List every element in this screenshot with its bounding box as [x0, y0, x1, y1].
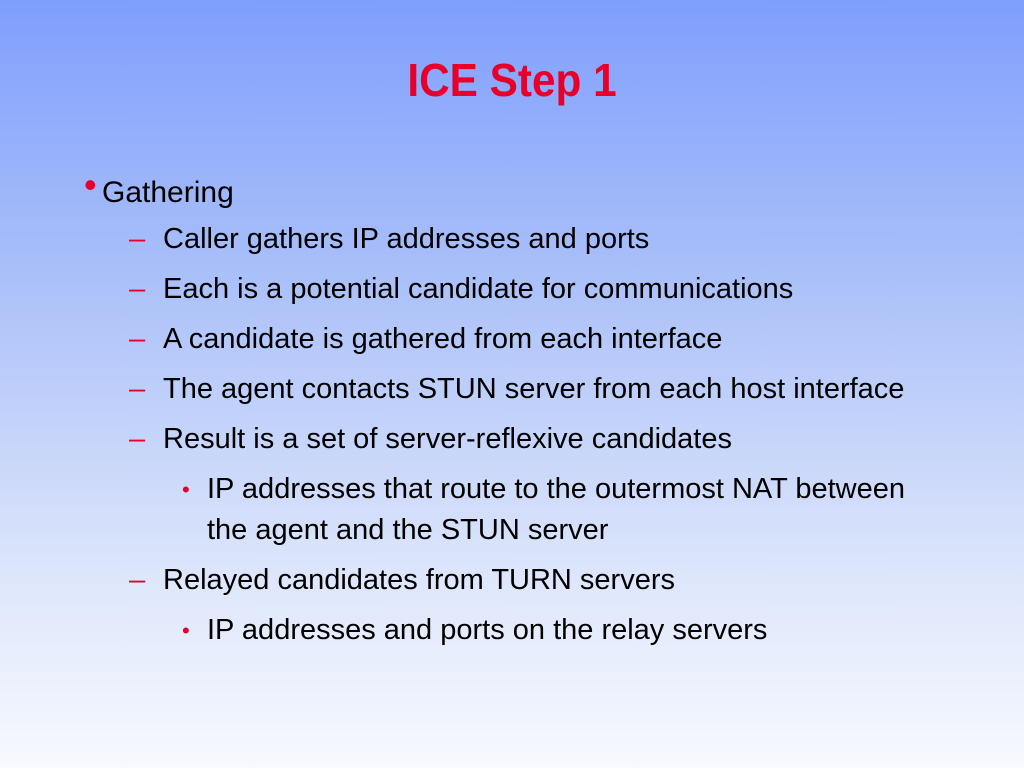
dash-icon: –	[129, 223, 146, 255]
sub-sub-bullet-item: • IP addresses and ports on the relay se…	[82, 610, 942, 651]
sub-bullet-item: – Result is a set of server-reflexive ca…	[82, 419, 942, 460]
sub-bullet-item: – The agent contacts STUN server from ea…	[82, 369, 942, 410]
dot-icon: •	[182, 477, 190, 502]
sub-sub-bullet-item: • IP addresses that route to the outermo…	[82, 469, 942, 551]
dash-icon: –	[129, 423, 146, 455]
dot-icon: •	[182, 618, 190, 643]
bullet-item-gathering: • Gathering	[82, 164, 942, 214]
dash-icon: –	[129, 564, 146, 596]
sub-bullet-text: A candidate is gathered from each interf…	[163, 323, 723, 355]
slide-title: ICE Step 1	[407, 54, 617, 106]
sub-bullet-text: Each is a potential candidate for commun…	[163, 273, 794, 305]
sub-sub-bullet-text: IP addresses that route to the outermost…	[207, 473, 906, 546]
sub-bullet-item: – Relayed candidates from TURN servers	[82, 560, 942, 601]
sub-bullet-item: – Caller gathers IP addresses and ports	[82, 219, 942, 260]
bullet-text: Gathering	[102, 176, 234, 209]
bullet-icon: •	[84, 164, 97, 205]
sub-bullet-item: – A candidate is gathered from each inte…	[82, 319, 942, 360]
sub-bullet-text: The agent contacts STUN server from each…	[163, 373, 905, 405]
dash-icon: –	[129, 273, 146, 305]
bullet-list: • Gathering – Caller gathers IP addresse…	[82, 164, 942, 660]
dash-icon: –	[129, 323, 146, 355]
dash-icon: –	[129, 373, 146, 405]
sub-bullet-item: – Each is a potential candidate for comm…	[82, 269, 942, 310]
sub-bullet-text: Caller gathers IP addresses and ports	[163, 223, 650, 255]
sub-bullet-text: Relayed candidates from TURN servers	[163, 564, 675, 596]
sub-sub-bullet-text: IP addresses and ports on the relay serv…	[207, 614, 768, 646]
sub-bullet-text: Result is a set of server-reflexive cand…	[163, 423, 732, 455]
